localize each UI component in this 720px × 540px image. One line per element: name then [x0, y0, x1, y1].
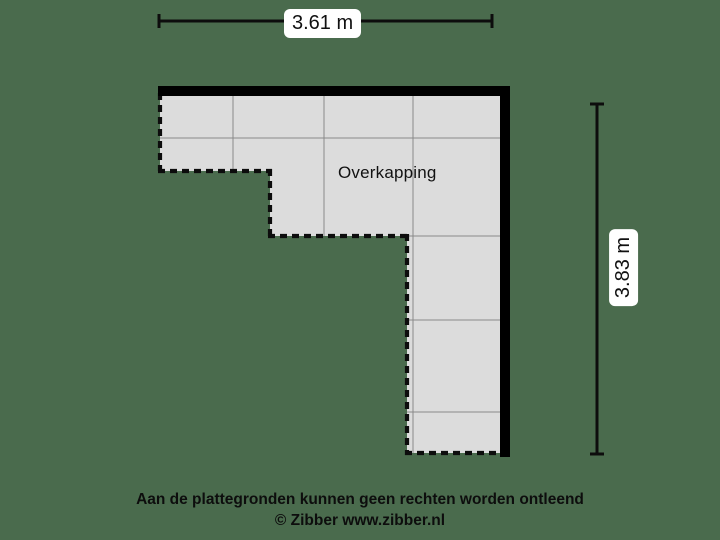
wall-right — [500, 86, 510, 457]
wall-group — [158, 86, 510, 457]
dimension-line-right — [590, 102, 604, 456]
wall-top — [158, 86, 510, 96]
footer-line-disclaimer: Aan de plattegronden kunnen geen rechten… — [136, 491, 584, 508]
room-floor-group — [160, 93, 508, 453]
room-floor-overkapping — [160, 93, 508, 453]
open-edge-group — [157, 93, 510, 456]
footer-line-credit: © Zibber www.zibber.nl — [274, 512, 446, 529]
floor-grid-lines — [160, 93, 508, 453]
room-label-overkapping: Overkapping — [338, 163, 437, 182]
dimension-label-width: 3.61 m — [284, 9, 362, 38]
dimension-label-height: 3.83 m — [609, 228, 639, 307]
footer-disclaimer: Aan de plattegronden kunnen geen rechten… — [0, 489, 720, 531]
